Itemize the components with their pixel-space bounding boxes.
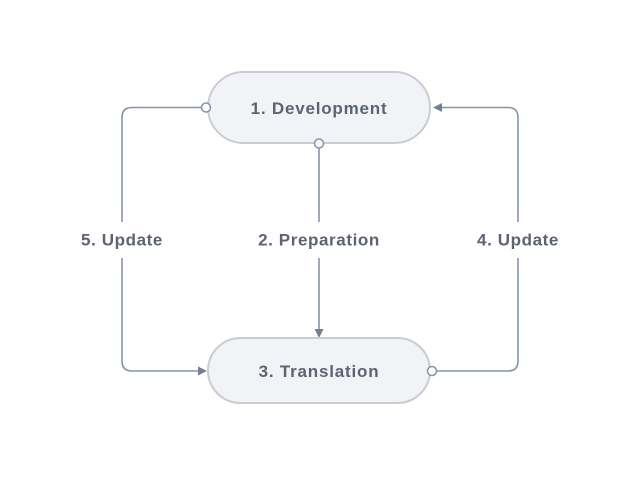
edge-label-text: 4. Update: [477, 231, 559, 250]
edge-label-update-right: 4. Update: [463, 222, 573, 258]
edge-label-backing: [67, 222, 177, 258]
connection-point-development-left: [200, 102, 212, 113]
edge-label-preparation: 2. Preparation: [244, 222, 394, 258]
edge-label-backing: [244, 222, 394, 258]
connection-point-development-bottom: [313, 138, 325, 149]
edge-label-text: 2. Preparation: [258, 231, 380, 250]
node-label-text: 1. Development: [251, 99, 388, 118]
node-development: 1. Development: [207, 71, 431, 144]
arrowhead-preparation-icon: [314, 329, 324, 338]
edge-label-update-left: 5. Update: [67, 222, 177, 258]
arrowhead-update-left-icon: [198, 366, 207, 376]
arrowhead-update-right-icon: [433, 103, 442, 112]
node-translation: 3. Translation: [207, 337, 431, 404]
edge-label-backing: [463, 222, 573, 258]
edge-label-text: 5. Update: [81, 231, 163, 250]
connection-point-translation-right: [426, 365, 438, 377]
node-label-text: 3. Translation: [259, 362, 380, 381]
